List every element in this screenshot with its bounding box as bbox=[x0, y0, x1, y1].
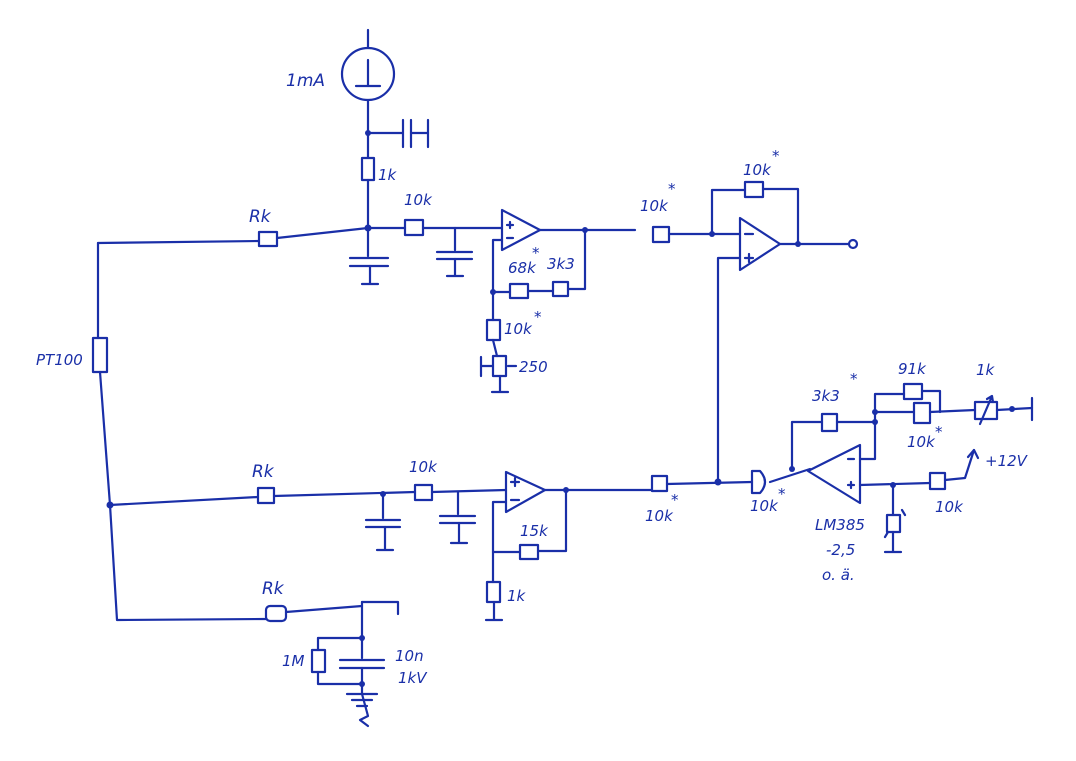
opamp-diff bbox=[710, 180, 859, 484]
r-out-top-star: * bbox=[668, 180, 676, 198]
diff-input-mid bbox=[650, 467, 812, 495]
diff-input-top bbox=[651, 225, 742, 244]
r-fb-mid-label: 15k bbox=[520, 522, 549, 540]
r-91k-label: 91k bbox=[898, 360, 927, 378]
rk-mid-label: Rk bbox=[252, 462, 275, 482]
trimmer-top-label: 250 bbox=[519, 358, 548, 376]
r-10k-ref-label: 10k bbox=[935, 498, 964, 516]
r-gain-top-star: * bbox=[534, 308, 542, 326]
r-fb-diff-label: 10k bbox=[743, 161, 772, 179]
r-1M-label: 1M bbox=[282, 652, 305, 670]
r-fb-top-a-star: * bbox=[532, 244, 540, 262]
r-out-mid-star: * bbox=[671, 491, 679, 509]
resistor-1k-source-label: 1k bbox=[378, 166, 398, 184]
current-source-label: 1mA bbox=[286, 71, 325, 91]
r-in-mid-label: 10k bbox=[409, 458, 438, 476]
r-out-top-label: 10k bbox=[640, 197, 669, 215]
opamp-mid bbox=[484, 470, 654, 622]
source-capacitor bbox=[366, 118, 430, 149]
r-fb-diff-star: * bbox=[772, 147, 780, 165]
opamp-top bbox=[479, 208, 637, 394]
r-plus-diff-star: * bbox=[778, 485, 786, 503]
r-plus-diff-label: 10k bbox=[750, 497, 779, 515]
r-fb-top-a-label: 68k bbox=[508, 259, 537, 277]
r-3k3-offset-star: * bbox=[850, 370, 858, 388]
resistor-1k-source bbox=[360, 156, 376, 230]
pt100-label: PT100 bbox=[36, 351, 83, 369]
r-1k-trim-label: 1k bbox=[976, 361, 996, 379]
r-in-top-label: 10k bbox=[404, 191, 433, 209]
r-fb-top-b-label: 3k3 bbox=[547, 255, 575, 273]
mid-channel-wires bbox=[108, 483, 508, 622]
bottom-network bbox=[264, 600, 400, 728]
r-out-mid-label: 10k bbox=[645, 507, 674, 525]
r-10k-offset-star: * bbox=[935, 423, 943, 441]
supply-label: +12V bbox=[985, 452, 1029, 470]
ref-voltage-label: -2,5 bbox=[826, 541, 855, 559]
rk-top-label: Rk bbox=[249, 207, 272, 227]
ref-part-label: LM385 bbox=[815, 516, 865, 534]
opamp-offset bbox=[790, 382, 1034, 554]
r-gain-mid-label: 1k bbox=[507, 587, 527, 605]
r-3k3-offset-label: 3k3 bbox=[812, 387, 840, 405]
pt100-resistor bbox=[91, 336, 112, 507]
rk-bot-label: Rk bbox=[262, 579, 285, 599]
c-10n-label: 10n bbox=[395, 647, 424, 665]
c-1kV-label: 1kV bbox=[398, 669, 428, 687]
current-source bbox=[340, 28, 396, 159]
top-channel-wires bbox=[96, 218, 504, 340]
ref-note-label: o. ä. bbox=[822, 566, 855, 584]
r-gain-top-label: 10k bbox=[504, 320, 533, 338]
r-10k-offset-label: 10k bbox=[907, 433, 936, 451]
